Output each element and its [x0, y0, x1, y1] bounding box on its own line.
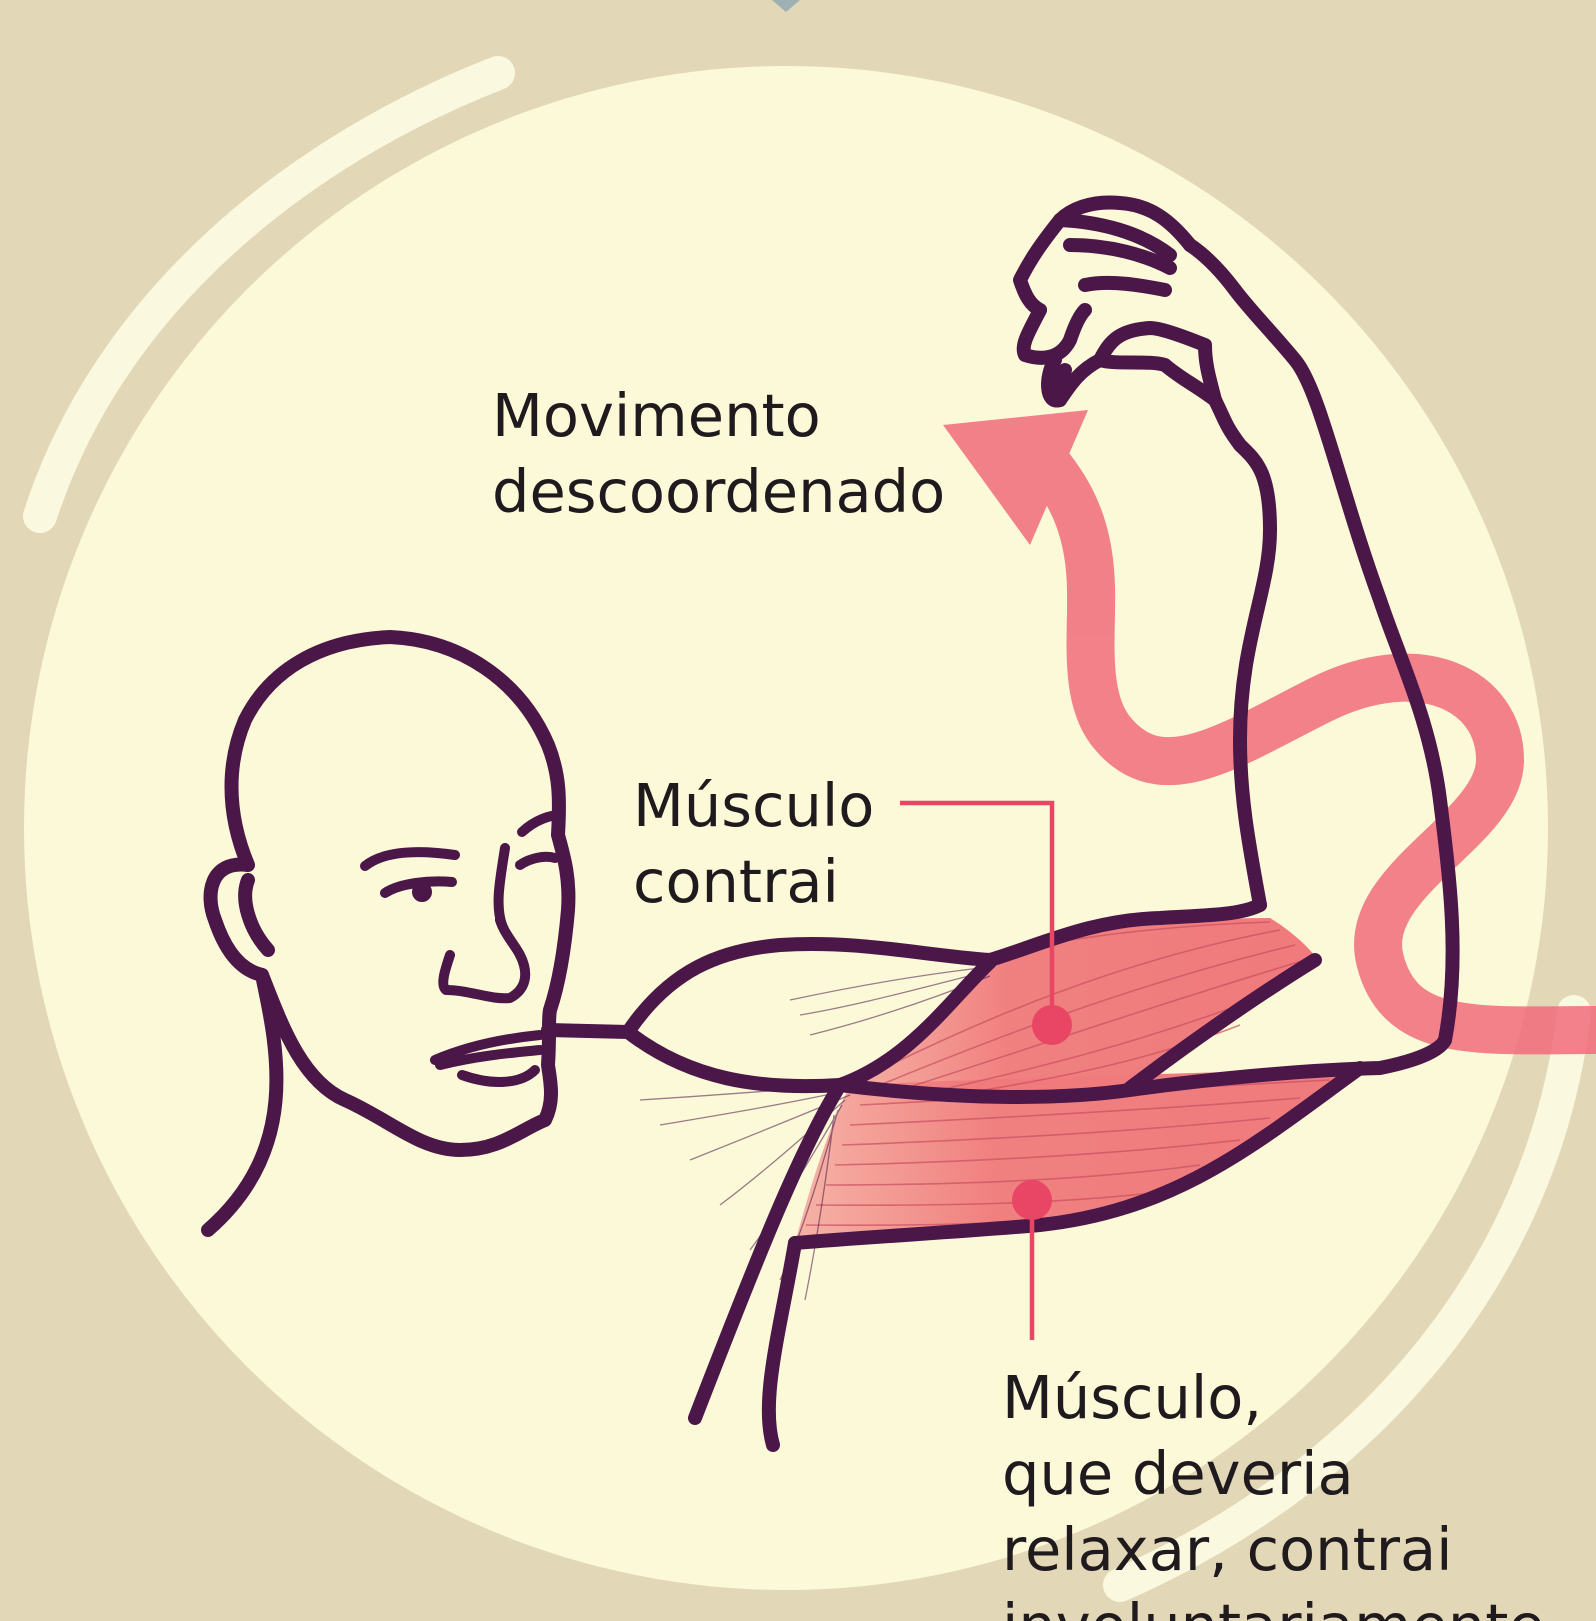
label-uncoordinated-movement: Movimento descoordenado: [492, 378, 945, 530]
cheek-line: [499, 848, 505, 925]
top-pointer: [772, 0, 800, 12]
label-line: Músculo,: [1002, 1360, 1545, 1436]
label-line: contrai: [633, 844, 874, 920]
label-line: descoordenado: [492, 454, 945, 530]
label-contracting-muscle: Músculo contrai: [633, 768, 874, 920]
label-line: que deveria: [1002, 1436, 1545, 1512]
label-relaxing-muscle: Músculo, que deveria relaxar, contrai in…: [1002, 1360, 1545, 1621]
label-line: relaxar, contrai: [1002, 1512, 1545, 1588]
label-line: Músculo: [633, 768, 874, 844]
label-line: Movimento: [492, 378, 945, 454]
label-line: involuntariamente: [1002, 1588, 1545, 1621]
